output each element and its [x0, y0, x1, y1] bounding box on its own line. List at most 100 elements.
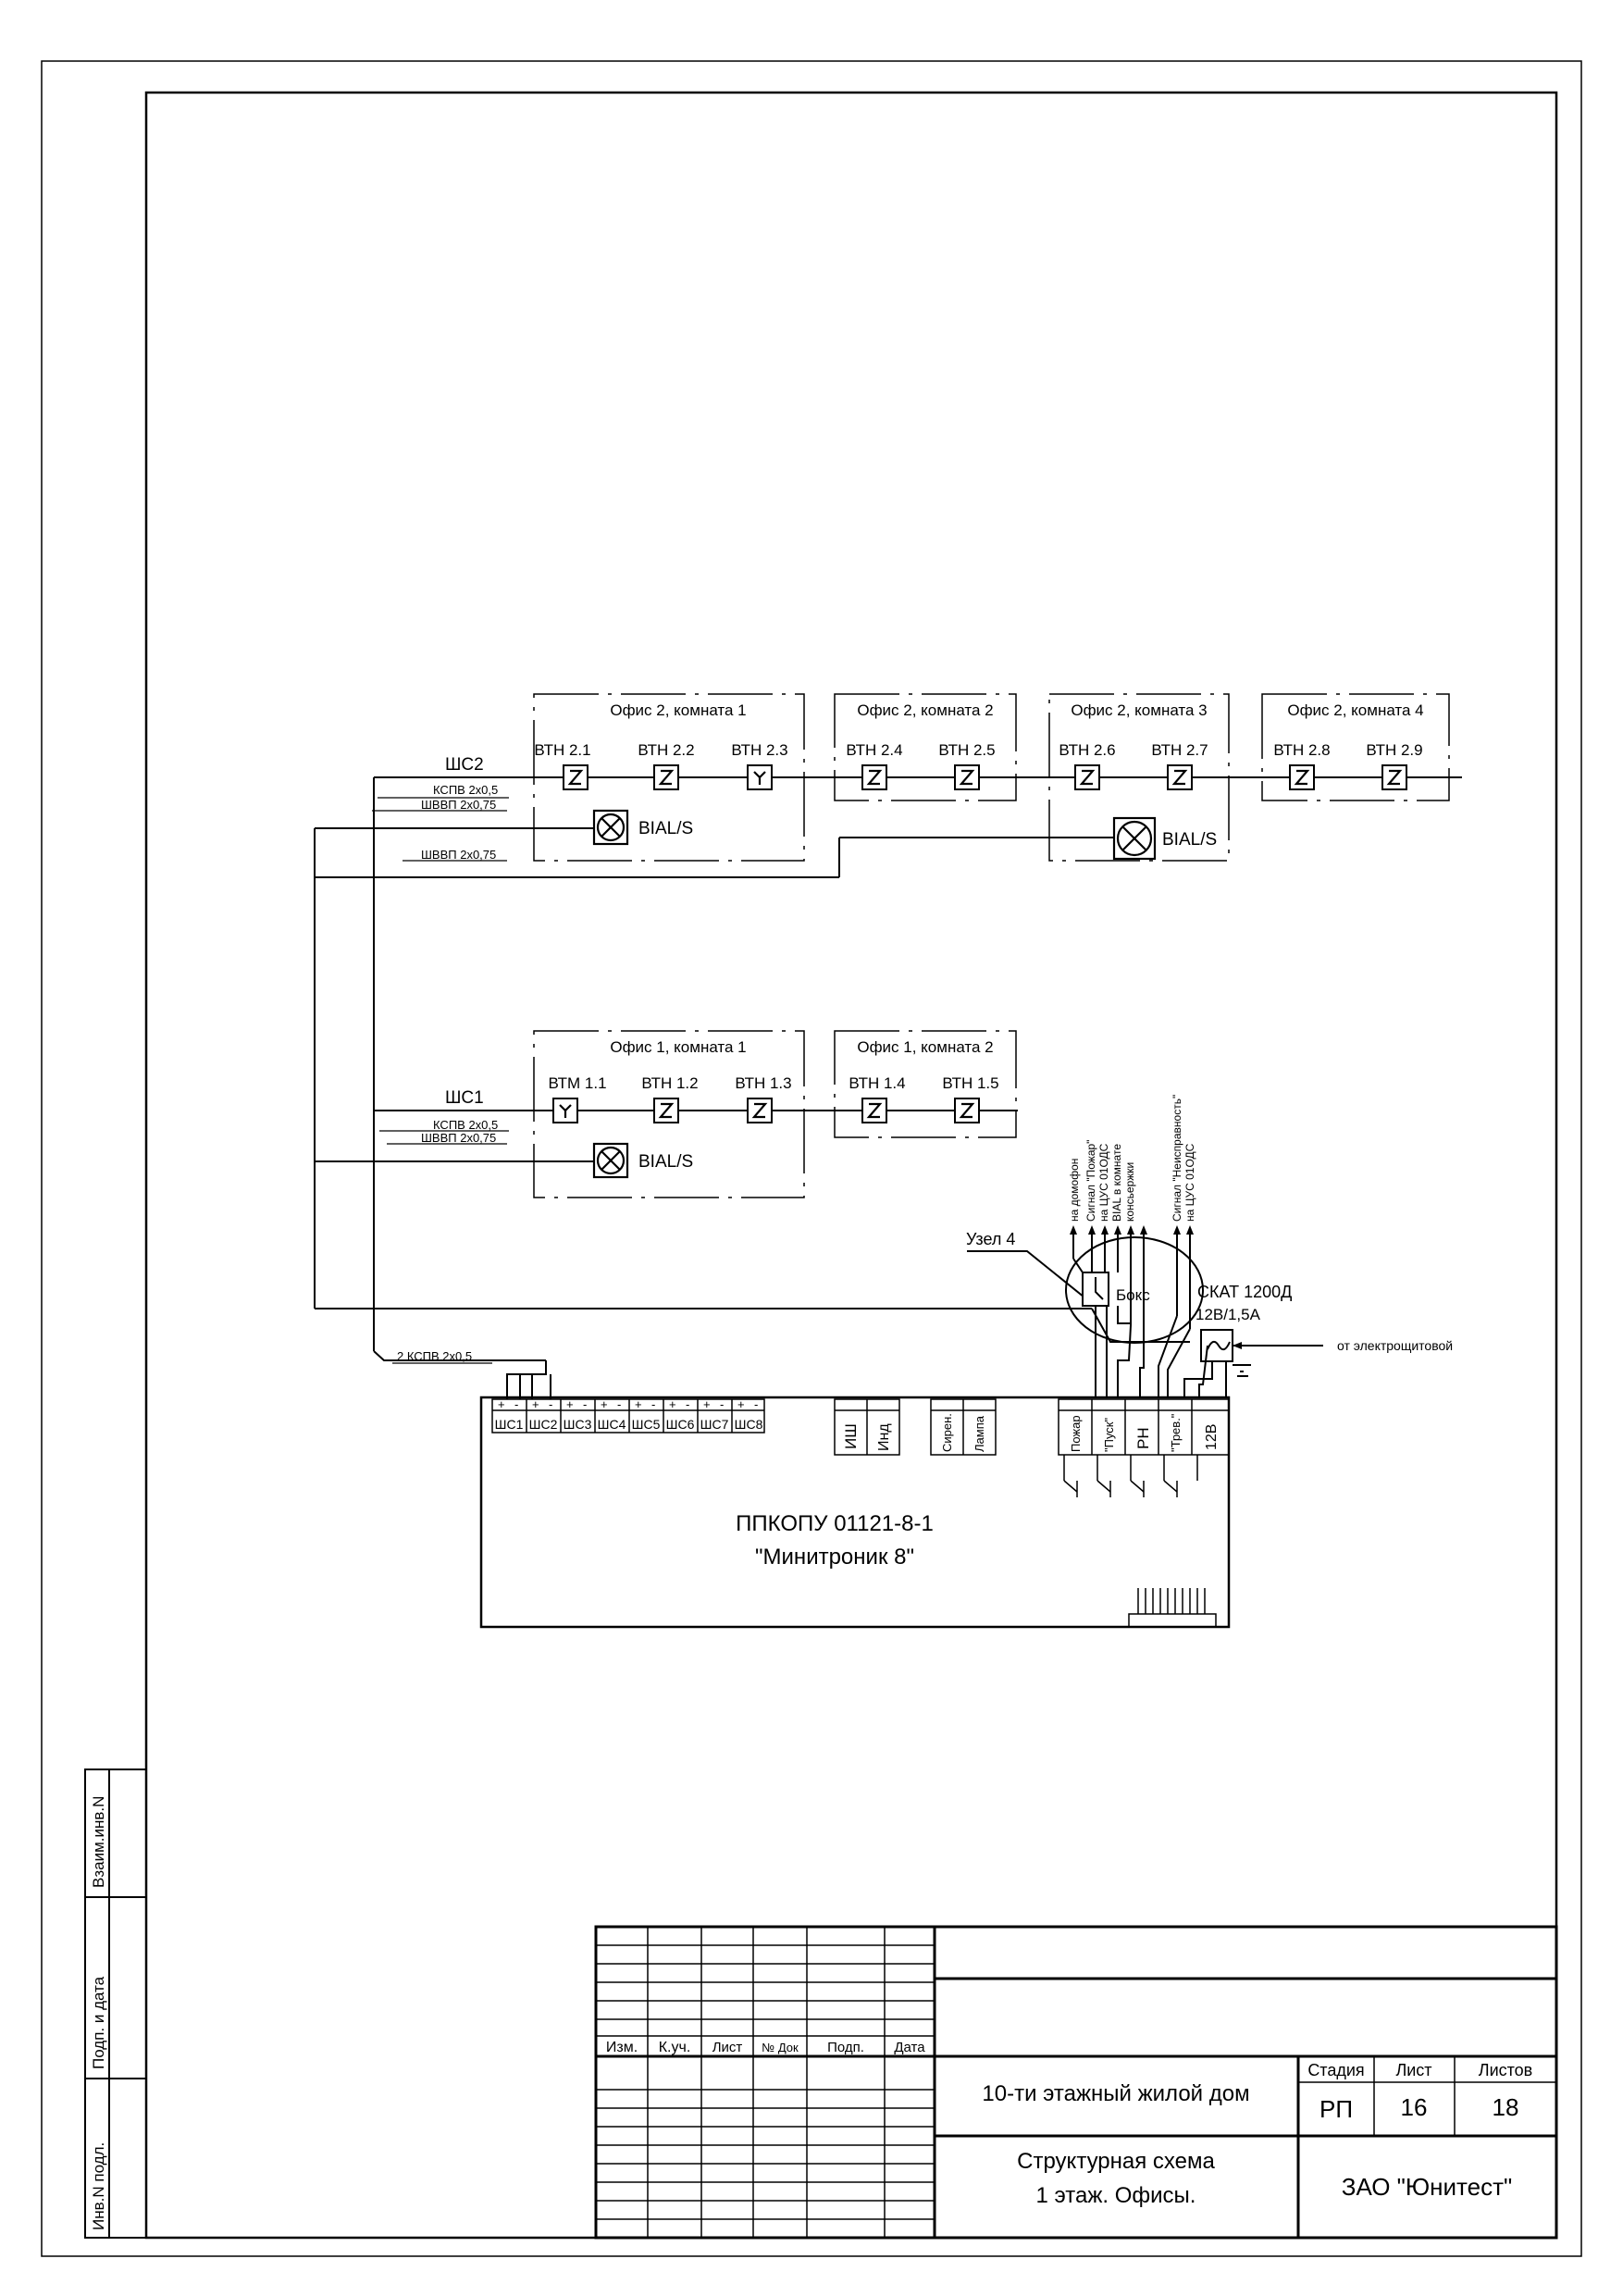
panel-cable-label: 2 КСПВ 2х0,5	[397, 1349, 472, 1363]
tb-header-izm: Изм.	[606, 2040, 638, 2055]
title-block-grid	[594, 1925, 1558, 2240]
loop2-cable-shvvp1: ШВВП 2х0,75	[421, 798, 496, 812]
polarity-plus: +	[703, 1397, 711, 1411]
heat-detector-icon	[652, 1097, 680, 1124]
zone-label: ШС8	[735, 1417, 763, 1432]
loop2-label: ШС2	[445, 755, 484, 775]
sounder-label: BIAL/S	[638, 819, 693, 838]
heat-detector-icon	[562, 763, 589, 791]
detector-label: ВТН 2.9	[1366, 741, 1422, 759]
wiring	[314, 776, 1462, 1399]
control-panel	[479, 1396, 1231, 1629]
polarity-plus: +	[601, 1397, 608, 1411]
stage-label: Стадия	[1307, 2061, 1364, 2079]
zone-label: ШС5	[632, 1417, 661, 1432]
zone-label: ШС4	[598, 1417, 626, 1432]
loop1-cable-kspv: КСПВ 2х0,5	[433, 1118, 498, 1132]
cable-leaders	[372, 797, 509, 1364]
panel-name: ППКОПУ 01121-8-1	[736, 1511, 934, 1536]
polarity-plus: +	[498, 1397, 505, 1411]
drawing-title-line1: Структурная схема	[1017, 2149, 1215, 2174]
tb-header-podp: Подп.	[827, 2040, 864, 2055]
signal-intercom: на домофон	[1068, 1159, 1081, 1222]
room-label-o2k2: Офис 2, комната 2	[857, 701, 993, 719]
panel-model: "Минитроник 8"	[755, 1545, 914, 1570]
detector-label: ВТН 2.2	[638, 741, 694, 759]
polarity-plus: +	[532, 1397, 539, 1411]
zone-label: ШС6	[666, 1417, 695, 1432]
signal-fire-2: на ЦУС 01ОДС	[1097, 1143, 1110, 1222]
room-boxes	[533, 693, 1450, 1198]
heat-detector-icon	[861, 1097, 888, 1124]
detector-label: ВТН 2.3	[731, 741, 787, 759]
detector-label: ВТН 1.5	[942, 1074, 998, 1092]
polarity-minus: -	[720, 1397, 724, 1411]
relay-contacts	[1063, 1455, 1198, 1497]
stage-value: РП	[1319, 2095, 1353, 2123]
box-label: Бокс	[1116, 1286, 1150, 1304]
detector-label: ВТН 2.4	[846, 741, 902, 759]
detector-label: ВТН 1.4	[849, 1074, 905, 1092]
detector-label: ВТН 2.5	[938, 741, 995, 759]
sheets-label: Листов	[1479, 2061, 1532, 2079]
outer-frame	[41, 60, 1582, 2257]
psu-name: СКАТ 1200Д	[1197, 1283, 1292, 1301]
polarity-plus: +	[669, 1397, 676, 1411]
manual-call-point-icon	[551, 1097, 579, 1124]
polarity-plus: +	[635, 1397, 642, 1411]
drawing-title-line2: 1 этаж. Офисы.	[1036, 2183, 1196, 2208]
side-stamp-podp: Подп. и дата	[90, 1976, 107, 2069]
signal-fault-1: Сигнал "Неисправность"	[1171, 1095, 1183, 1222]
room-label-o2k1: Офис 2, комната 1	[610, 701, 746, 719]
heat-detector-icon	[1381, 763, 1408, 791]
polarity-minus: -	[617, 1397, 621, 1411]
room-label-o2k4: Офис 2, комната 4	[1287, 701, 1423, 719]
signal-fire-1: Сигнал "Пожар"	[1084, 1140, 1097, 1222]
polarity-minus: -	[583, 1397, 587, 1411]
sounder-label: BIAL/S	[1162, 830, 1217, 850]
detector-label: ВТН 2.1	[534, 741, 590, 759]
heat-detector-icon	[652, 763, 680, 791]
room-label-o2k3: Офис 2, комната 3	[1071, 701, 1207, 719]
siren-icon	[592, 1142, 629, 1179]
detector-label: ВТН 2.8	[1273, 741, 1330, 759]
terminal-12v: 12В	[1204, 1424, 1220, 1450]
detector-label: ВТН 1.2	[641, 1074, 698, 1092]
heat-detector-icon	[1288, 763, 1316, 791]
terminal-ind: Инд	[876, 1423, 892, 1451]
node-4-label: Узел 4	[966, 1230, 1015, 1248]
loop1-cable-shvvp: ШВВП 2х0,75	[421, 1131, 496, 1145]
terminal-siren: Сирен.	[940, 1413, 954, 1452]
siren-icon	[1112, 816, 1157, 861]
terminal-ish: ИШ	[842, 1423, 860, 1449]
terminal-lamp: Лампа	[973, 1415, 986, 1452]
heat-detector-icon	[953, 763, 981, 791]
relay-alarm: "Трев."	[1169, 1413, 1183, 1452]
sheet-number: 16	[1401, 2093, 1428, 2121]
loop2-cable-kspv: КСПВ 2х0,5	[433, 783, 498, 797]
detector-label: ВТН 2.7	[1151, 741, 1208, 759]
tb-header-data: Дата	[894, 2040, 925, 2055]
side-stamp-inv: Инв.N подл.	[90, 2142, 107, 2230]
tb-header-list: Лист	[712, 2040, 743, 2055]
signal-bial-2: консьержки	[1123, 1162, 1136, 1222]
inner-frame	[144, 91, 1558, 2240]
tb-header-kuch: К.уч.	[659, 2040, 691, 2055]
sounder-label: BIAL/S	[638, 1152, 693, 1172]
node-4-wiring	[967, 1231, 1323, 1397]
polarity-minus: -	[754, 1397, 758, 1411]
relay-start: "Пуск"	[1102, 1418, 1116, 1453]
side-stamp	[84, 1769, 147, 2239]
polarity-minus: -	[549, 1397, 552, 1411]
heat-detector-icon	[746, 1097, 774, 1124]
zone-label: ШС1	[495, 1417, 524, 1432]
connector-header	[1128, 1588, 1217, 1628]
project-title: 10-ти этажный жилой дом	[982, 2081, 1249, 2106]
siren-icon	[592, 809, 629, 846]
zone-label: ШС2	[529, 1417, 558, 1432]
polarity-plus: +	[566, 1397, 574, 1411]
room-label-o1k1: Офис 1, комната 1	[610, 1038, 746, 1056]
detector-label: ВТН 1.3	[735, 1074, 791, 1092]
manual-call-point-icon	[746, 763, 774, 791]
